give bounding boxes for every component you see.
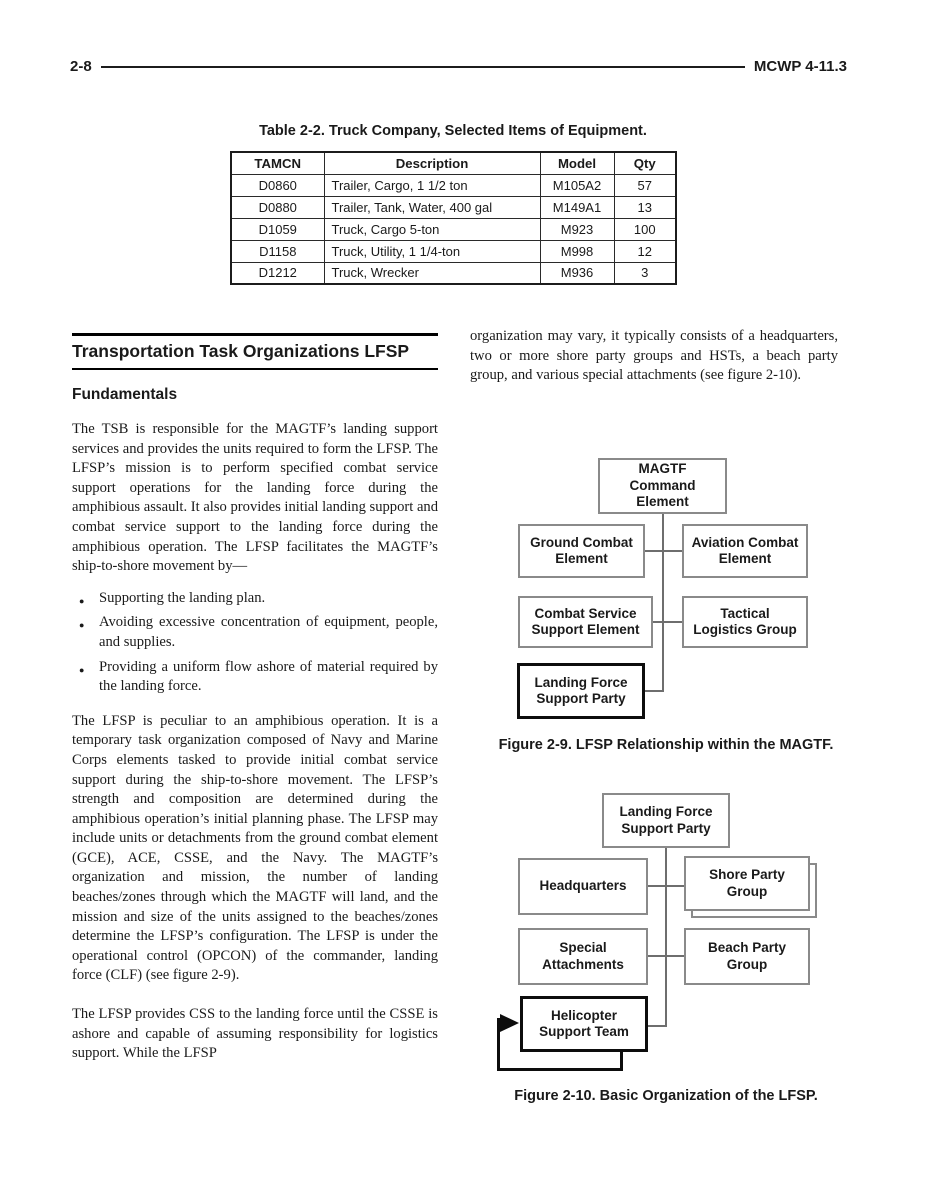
- cell-tamcn: D0860: [230, 173, 325, 197]
- connector-line: [648, 1025, 667, 1027]
- column-header: Description: [323, 151, 541, 175]
- cell-model: M105A2: [539, 173, 615, 197]
- loop-line-rise: [497, 1018, 500, 1071]
- cell-description: Truck, Utility, 1 1/4-ton: [323, 239, 541, 263]
- loop-line-bottom: [497, 1068, 623, 1071]
- cell-tamcn: D1059: [230, 217, 325, 241]
- connector-line: [645, 550, 682, 552]
- page-number: 2-8: [70, 58, 92, 75]
- org-box-helicopter-support-team: Helicopter Support Team: [520, 996, 648, 1052]
- org-box-beach-party-group: Beach Party Group: [684, 928, 810, 985]
- loop-arrowhead-icon: [500, 1014, 519, 1032]
- cell-qty: 100: [613, 217, 677, 241]
- bullet-list: Supporting the landing plan. Avoiding ex…: [72, 589, 438, 697]
- table-row: D1212 Truck, Wrecker M936 3: [230, 261, 677, 285]
- cell-qty: 57: [613, 173, 677, 197]
- cell-model: M149A1: [539, 195, 615, 219]
- figure-2-10-org-chart: Landing Force Support Party Headquarters…: [470, 785, 862, 1120]
- column-header: Model: [539, 151, 615, 175]
- cell-tamcn: D1212: [230, 261, 325, 285]
- subsection-heading: Fundamentals: [72, 386, 178, 403]
- bullet-item: Supporting the landing plan.: [72, 589, 438, 611]
- table-title: Table 2-2. Truck Company, Selected Items…: [259, 123, 647, 139]
- table-row: D0860 Trailer, Cargo, 1 1/2 ton M105A2 5…: [230, 173, 677, 197]
- org-box-magtf-command-element: MAGTF Command Element: [598, 458, 727, 514]
- cell-model: M998: [539, 239, 615, 263]
- paragraph: The TSB is responsible for the MAGTF’s l…: [72, 421, 439, 575]
- doc-reference: MCWP 4-11.3: [753, 58, 847, 75]
- column-header: TAMCN: [230, 151, 325, 175]
- cell-qty: 3: [613, 261, 677, 285]
- cell-tamcn: D1158: [230, 239, 325, 263]
- figure-2-9-caption: Figure 2-9. LFSP Relationship within the…: [498, 737, 834, 753]
- cell-model: M923: [539, 217, 615, 241]
- paragraph: organization may vary, it typically cons…: [470, 328, 838, 384]
- org-trunk-line: [665, 848, 667, 1027]
- org-box-headquarters: Headquarters: [518, 858, 648, 915]
- figure-2-10-caption: Figure 2-10. Basic Organization of the L…: [514, 1088, 818, 1104]
- connector-line: [645, 690, 664, 692]
- section-heading: Transportation Task Organizations LFSP: [72, 333, 438, 370]
- table-row: D1059 Truck, Cargo 5-ton M923 100: [230, 217, 677, 241]
- cell-qty: 13: [613, 195, 677, 219]
- org-trunk-line: [662, 513, 664, 692]
- connector-line: [648, 885, 684, 887]
- header-rule: [100, 66, 745, 68]
- page-header: 2-8 MCWP 4-11.3: [70, 58, 847, 75]
- connector-line: [648, 955, 684, 957]
- paragraph: The LFSP provides CSS to the landing for…: [72, 1006, 438, 1062]
- left-column: Transportation Task Organizations LFSP F…: [72, 333, 438, 1064]
- connector-line: [653, 621, 682, 623]
- org-box-ground-combat-element: Ground Combat Element: [518, 524, 645, 578]
- org-box-combat-service-support-element: Combat Service Support Element: [518, 596, 653, 648]
- org-box-landing-force-support-party: Landing Force Support Party: [602, 793, 730, 848]
- cell-tamcn: D0880: [230, 195, 325, 219]
- right-column: organization may vary, it typically cons…: [470, 327, 838, 386]
- table-row: D0880 Trailer, Tank, Water, 400 gal M149…: [230, 195, 677, 219]
- org-box-tactical-logistics-group: Tactical Logistics Group: [682, 596, 808, 648]
- org-box-special-attachments: Special Attachments: [518, 928, 648, 985]
- column-header: Qty: [613, 151, 677, 175]
- equipment-table: TAMCN Description Model Qty D0860 Traile…: [230, 151, 677, 285]
- table-header-row: TAMCN Description Model Qty: [230, 151, 677, 175]
- org-box-landing-force-support-party: Landing Force Support Party: [517, 663, 645, 719]
- cell-qty: 12: [613, 239, 677, 263]
- cell-description: Trailer, Tank, Water, 400 gal: [323, 195, 541, 219]
- org-box-aviation-combat-element: Aviation Combat Element: [682, 524, 808, 578]
- org-box-shore-party-group: Shore Party Group: [684, 856, 810, 911]
- paragraph: The LFSP is peculiar to an amphibious op…: [72, 712, 438, 984]
- table-row: D1158 Truck, Utility, 1 1/4-ton M998 12: [230, 239, 677, 263]
- cell-description: Truck, Wrecker: [323, 261, 541, 285]
- loop-line-drop: [620, 1050, 623, 1071]
- cell-description: Trailer, Cargo, 1 1/2 ton: [323, 173, 541, 197]
- cell-description: Truck, Cargo 5-ton: [323, 217, 541, 241]
- cell-model: M936: [539, 261, 615, 285]
- bullet-item: Providing a uniform flow ashore of mater…: [72, 658, 438, 697]
- figure-2-9-org-chart: MAGTF Command Element Ground Combat Elem…: [470, 450, 862, 762]
- bullet-item: Avoiding excessive concentration of equi…: [72, 613, 438, 652]
